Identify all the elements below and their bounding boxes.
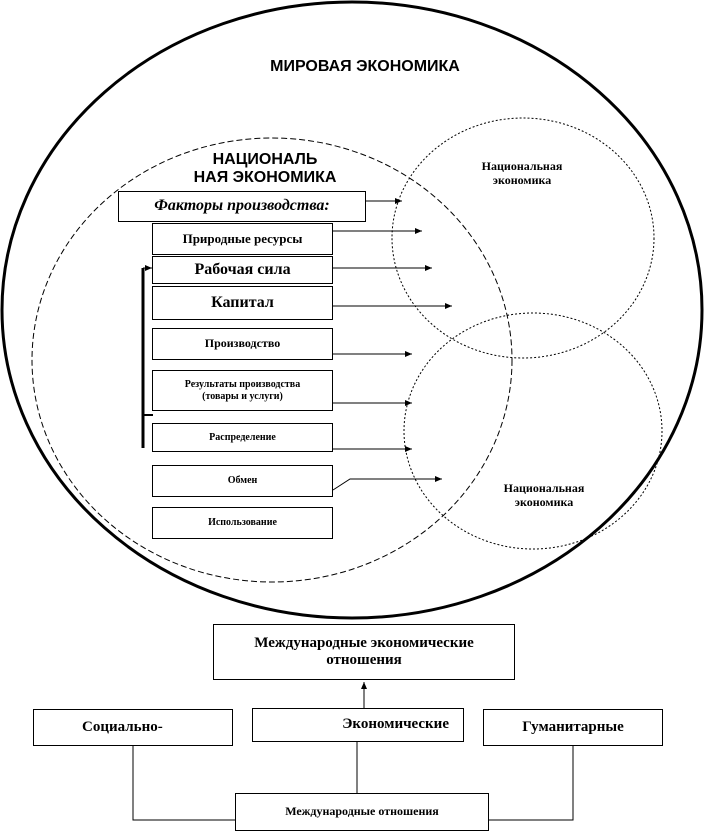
national-economy-top-label: Национальная экономика (462, 159, 582, 188)
humanitarian-relations-box: Гуманитарные (483, 709, 663, 746)
national-economy-top-circle (391, 117, 655, 359)
intl-economic-relations-line1: Международные экономические (254, 634, 474, 651)
national-economy-main-title-line2: НАЯ ЭКОНОМИКА (193, 169, 337, 187)
stage-exchange-box: Обмен (152, 465, 333, 497)
national-economy-main-circle (31, 137, 513, 583)
stage-results-line2: (товары и услуги) (202, 390, 283, 402)
stage-usage-box: Использование (152, 507, 333, 539)
intl-economic-relations-box: Международные экономические отношения (213, 624, 515, 680)
stage-distribution-box: Распределение (152, 423, 333, 452)
stage-results-line1: Результаты производства (184, 379, 301, 390)
factor-natural-resources-box: Природные ресурсы (152, 223, 333, 255)
national-economy-main-title: НАЦИОНАЛЬ НАЯ ЭКОНОМИКА (150, 151, 380, 188)
national-economy-bottom-line2: экономика (514, 494, 574, 509)
factor-labor-box: Рабочая сила (152, 256, 333, 284)
factors-header-box: Факторы производства: (118, 191, 366, 222)
connector-humanitarian (489, 746, 574, 821)
national-economy-top-line2: экономика (492, 172, 552, 187)
national-economy-bottom-circle (403, 312, 663, 550)
national-economy-bottom-line1: Национальная (503, 481, 585, 495)
stage-production-box: Производство (152, 328, 333, 360)
national-economy-bottom-label: Национальная экономика (484, 481, 604, 510)
international-relations-box: Международные отношения (235, 793, 489, 831)
intl-economic-relations-line2: отношения (326, 652, 402, 668)
national-economy-main-title-line1: НАЦИОНАЛЬ (212, 151, 318, 168)
factor-capital-box: Капитал (152, 286, 333, 320)
arrow-exchange (332, 476, 442, 491)
national-economy-top-line1: Национальная (481, 159, 563, 173)
connector-social (132, 746, 235, 821)
economic-relations-box: Экономические (252, 708, 464, 742)
stage-results-box: Результаты производства (товары и услуги… (152, 370, 333, 411)
world-economy-circle (0, 0, 704, 620)
social-relations-box: Социально- (33, 709, 233, 746)
world-economy-title: МИРОВАЯ ЭКОНОМИКА (270, 58, 460, 75)
